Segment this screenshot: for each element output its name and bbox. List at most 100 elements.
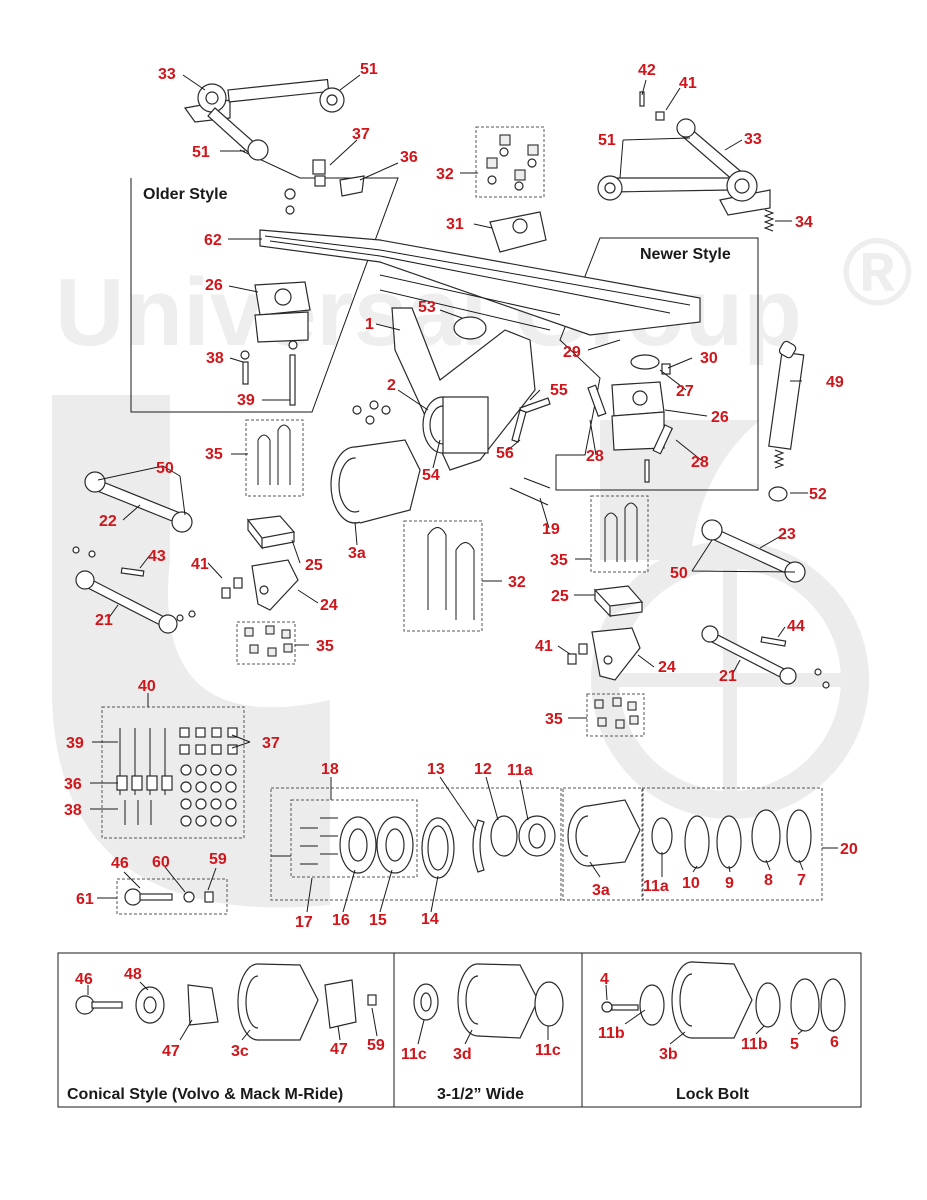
callout-39: 39	[66, 735, 84, 752]
hub-group-3a	[562, 787, 644, 901]
callout-42: 42	[638, 62, 656, 79]
callout-1: 1	[365, 316, 374, 333]
newer-style-title: Newer Style	[640, 246, 731, 263]
callout-34: 34	[795, 214, 813, 231]
callout-31: 31	[446, 216, 464, 233]
callout-3b: 3b	[659, 1046, 678, 1063]
lock-bolt-parts	[601, 961, 846, 1039]
callout-35: 35	[316, 638, 334, 655]
callout-35: 35	[550, 552, 568, 569]
seal-group-20	[641, 787, 823, 901]
callout-21: 21	[719, 668, 737, 685]
callout-11c: 11c	[535, 1042, 561, 1059]
callout-11a: 11a	[643, 878, 669, 895]
callout-5: 5	[790, 1036, 799, 1053]
callout-61: 61	[76, 891, 94, 908]
callout-28: 28	[586, 448, 604, 465]
callout-30: 30	[700, 350, 718, 367]
callout-3a: 3a	[592, 882, 610, 899]
callout-59: 59	[367, 1037, 385, 1054]
bolts-19	[509, 477, 551, 506]
bushing-37-older	[312, 159, 326, 175]
callout-50: 50	[156, 460, 174, 477]
spring-seat-26-older	[240, 281, 311, 406]
nut-group-35d	[586, 693, 645, 737]
callout-53: 53	[418, 299, 436, 316]
callout-51: 51	[192, 144, 210, 161]
callout-20: 20	[840, 841, 858, 858]
hardware-kit-40	[101, 706, 245, 839]
callout-28: 28	[691, 454, 709, 471]
callout-46: 46	[75, 971, 93, 988]
callout-48: 48	[124, 966, 142, 983]
u-bolts	[257, 424, 638, 620]
nuts-35	[244, 625, 639, 729]
callout-35: 35	[545, 711, 563, 728]
callout-51: 51	[598, 132, 616, 149]
dowels-41	[221, 91, 665, 665]
callout-41: 41	[535, 638, 553, 655]
torque-rod-21-left	[72, 546, 196, 634]
spring-34	[763, 209, 775, 232]
callout-13: 13	[427, 761, 445, 778]
callout-36: 36	[64, 776, 82, 793]
bolt-kit-61	[116, 878, 228, 915]
callout-11b: 11b	[741, 1036, 768, 1053]
callout-44: 44	[787, 618, 805, 635]
kit-40-contents	[116, 727, 238, 827]
callout-37: 37	[262, 735, 280, 752]
axle-saddle-1	[391, 307, 536, 471]
callout-26: 26	[205, 277, 223, 294]
callout-27: 27	[676, 383, 694, 400]
callout-52: 52	[809, 486, 827, 503]
callout-9: 9	[725, 875, 734, 892]
callout-11b: 11b	[598, 1025, 625, 1042]
bolt-group-17	[290, 799, 418, 878]
callout-60: 60	[152, 854, 170, 871]
callout-35: 35	[205, 446, 223, 463]
callout-37: 37	[352, 126, 370, 143]
lock-bolt-title: Lock Bolt	[676, 1086, 750, 1103]
callout-29: 29	[563, 344, 581, 361]
spacer-37-older	[314, 175, 326, 187]
top-plate-31	[489, 211, 547, 253]
torque-rod-33-left	[183, 78, 345, 161]
callout-15: 15	[369, 912, 387, 929]
callout-23: 23	[778, 526, 796, 543]
u-bolt-group-32	[403, 520, 483, 632]
callout-33: 33	[744, 131, 762, 148]
callout-49: 49	[826, 374, 844, 391]
callout-50: 50	[670, 565, 688, 582]
callout-47: 47	[162, 1043, 180, 1060]
callout-39: 39	[237, 392, 255, 409]
callout-25: 25	[305, 557, 323, 574]
callout-14: 14	[421, 911, 439, 928]
bushing-assembly-18	[270, 787, 562, 901]
callout-46: 46	[111, 855, 129, 872]
leader-lines	[87, 74, 838, 1045]
callout-3c: 3c	[231, 1043, 249, 1060]
callout-3a: 3a	[348, 545, 366, 562]
block-36	[339, 175, 365, 197]
callout-6: 6	[830, 1034, 839, 1051]
bottom-options-panel	[57, 952, 862, 1108]
callout-4: 4	[600, 971, 609, 988]
callout-62: 62	[204, 232, 222, 249]
callout-26: 26	[711, 409, 729, 426]
callout-11a: 11a	[507, 762, 533, 779]
callout-55: 55	[550, 382, 568, 399]
conical-style-parts	[75, 963, 377, 1041]
plate-25-left	[246, 515, 296, 550]
hardware-group-32	[475, 126, 545, 198]
callout-41: 41	[191, 556, 209, 573]
callout-labels: 33 51 51 37 36 32 42 41 51 33 34 31 62 2…	[64, 61, 858, 1063]
bolt-43	[120, 567, 145, 577]
bushing-parts	[339, 799, 641, 879]
bolt-44	[760, 636, 787, 647]
u-bolt-group-35a	[245, 419, 304, 497]
callout-59: 59	[209, 851, 227, 868]
bolts-17	[300, 817, 338, 865]
callout-54: 54	[422, 467, 440, 484]
callout-10: 10	[682, 875, 700, 892]
wide-title: 3-1/2” Wide	[437, 1086, 524, 1103]
